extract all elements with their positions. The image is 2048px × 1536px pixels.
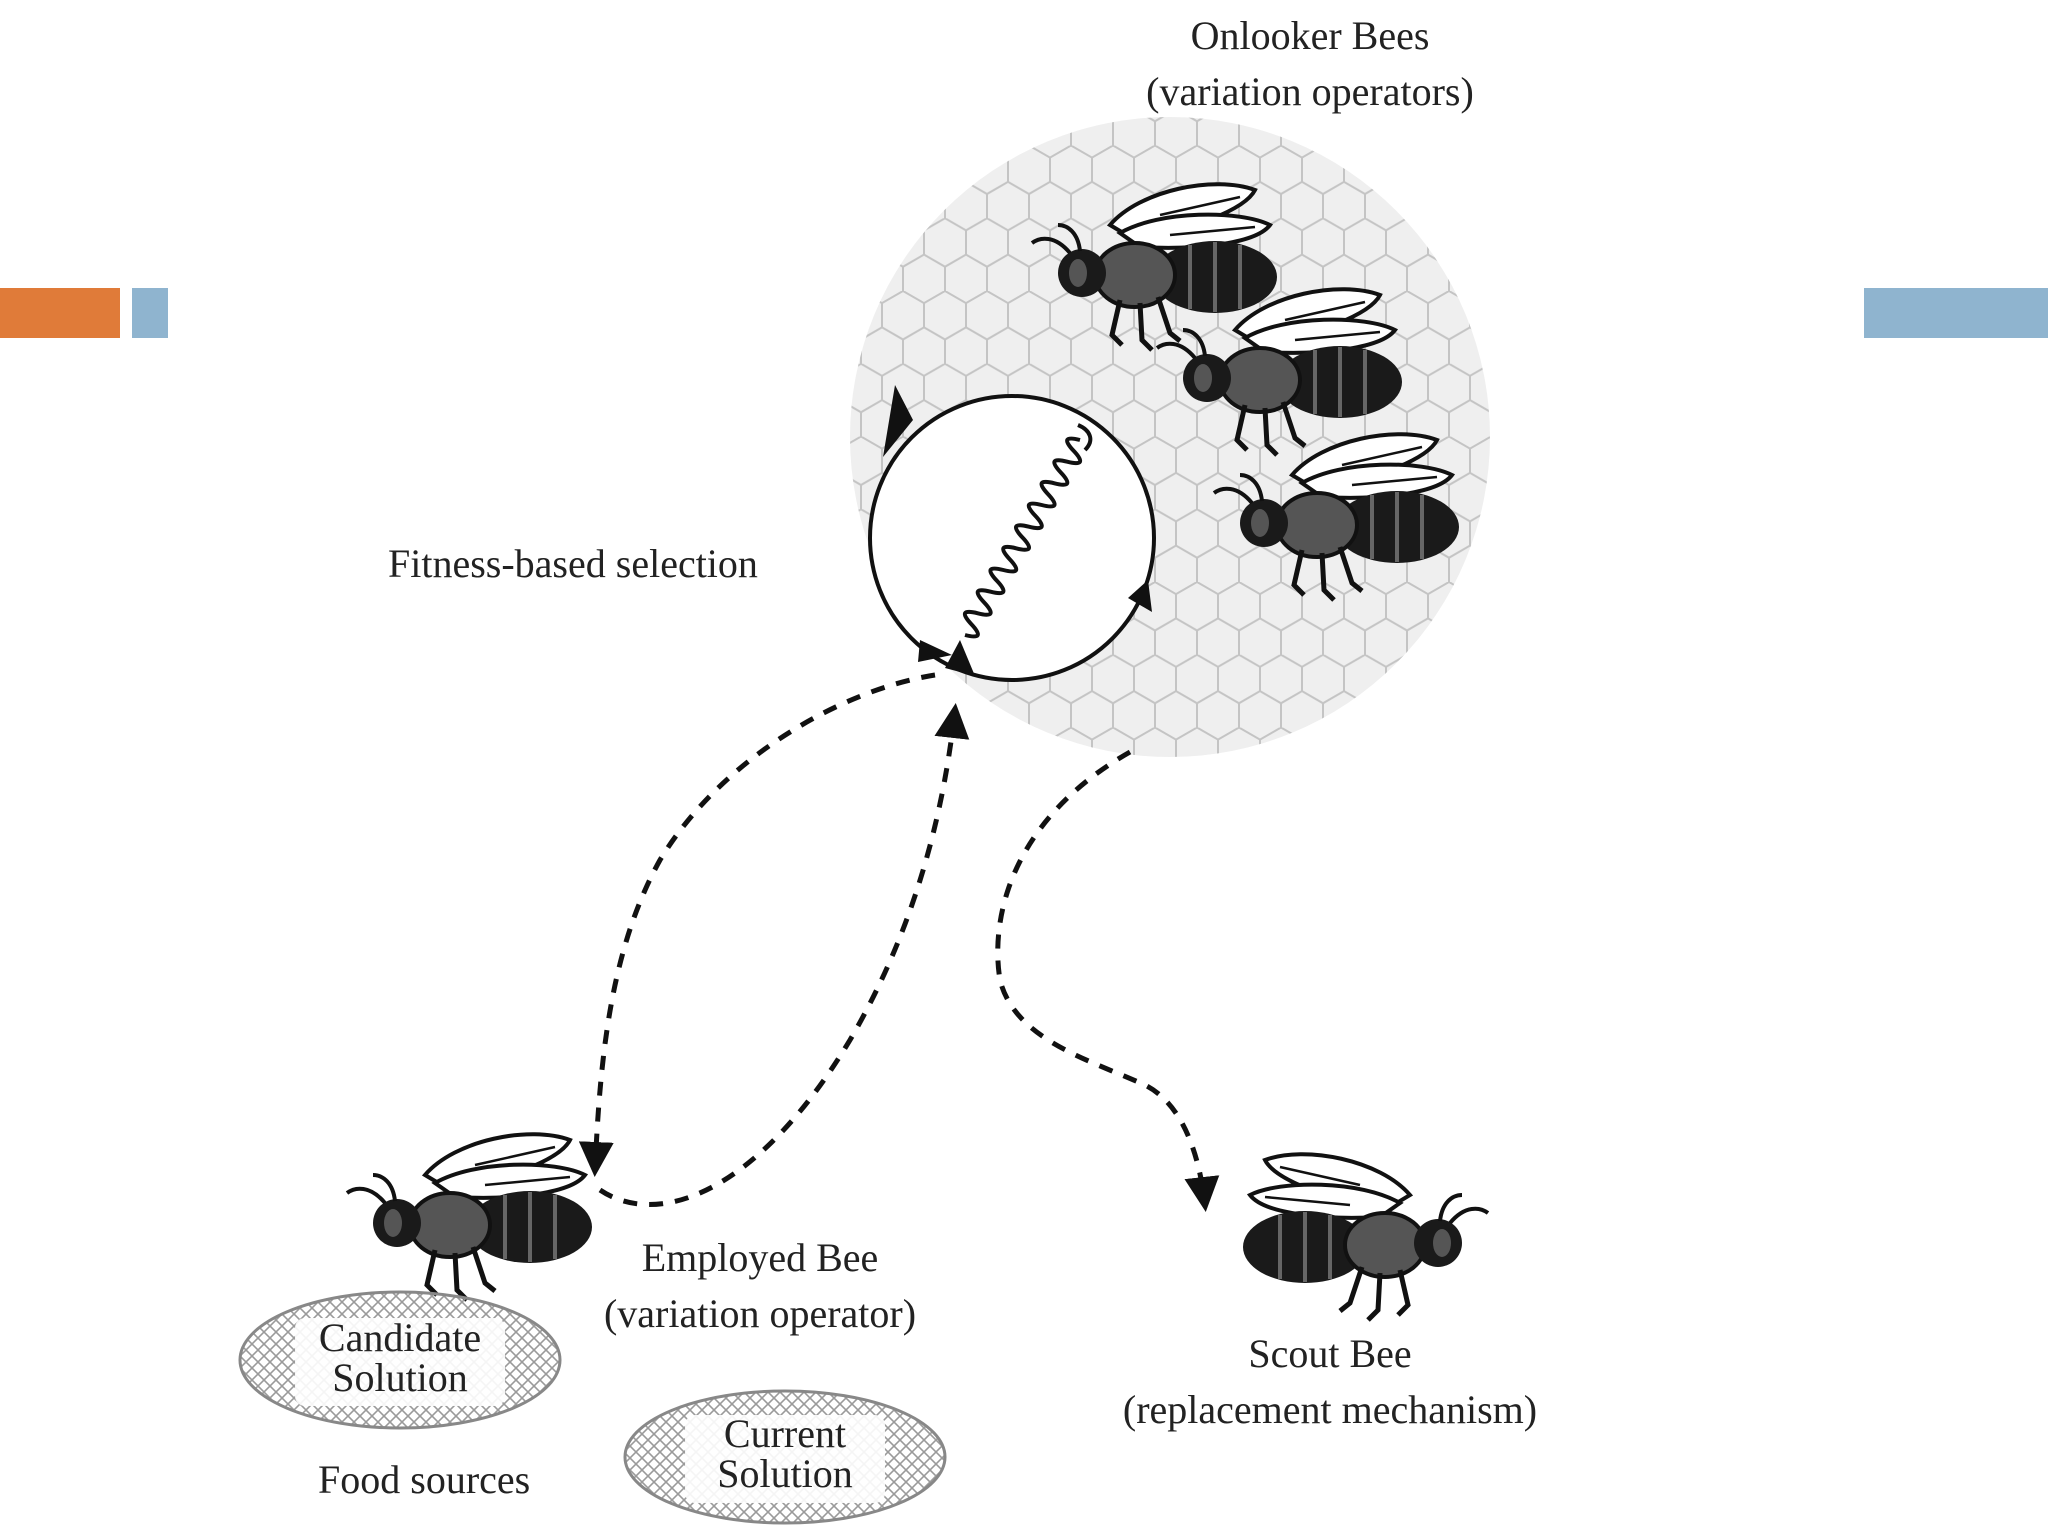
current-solution-label-1: Current xyxy=(723,1411,847,1456)
waggle-dance-icon xyxy=(868,385,1156,682)
employed-bee-subtitle: (variation operator) xyxy=(603,1291,917,1336)
fitness-selection-label: Fitness-based selection xyxy=(388,541,758,586)
scout-bee-icon xyxy=(1243,1154,1488,1320)
accent-bar-orange xyxy=(0,288,120,338)
current-solution-label-2: Solution xyxy=(717,1451,853,1496)
employed-bee-icon xyxy=(347,1134,592,1300)
candidate-solution-label-1: Candidate xyxy=(318,1315,482,1360)
accent-bar-blue-small xyxy=(132,288,168,338)
candidate-solution-source xyxy=(238,1290,562,1430)
onlooker-bees-title: Onlooker Bees xyxy=(1190,13,1430,58)
food-sources-label: Food sources xyxy=(318,1457,531,1502)
candidate-solution-label-2: Solution xyxy=(332,1355,468,1400)
onlooker-bees-subtitle: (variation operators) xyxy=(1146,69,1474,114)
arrow-hive-to-scout xyxy=(995,749,1220,1212)
current-solution-source xyxy=(623,1389,947,1525)
scout-bee-title: Scout Bee xyxy=(1248,1331,1412,1376)
arrow-employed-to-selection xyxy=(598,703,970,1207)
accent-bar-blue-right xyxy=(1864,288,2048,338)
scout-bee-subtitle: (replacement mechanism) xyxy=(1122,1387,1538,1432)
arrow-selection-to-employed xyxy=(578,672,936,1177)
employed-bee-title: Employed Bee xyxy=(641,1235,879,1280)
